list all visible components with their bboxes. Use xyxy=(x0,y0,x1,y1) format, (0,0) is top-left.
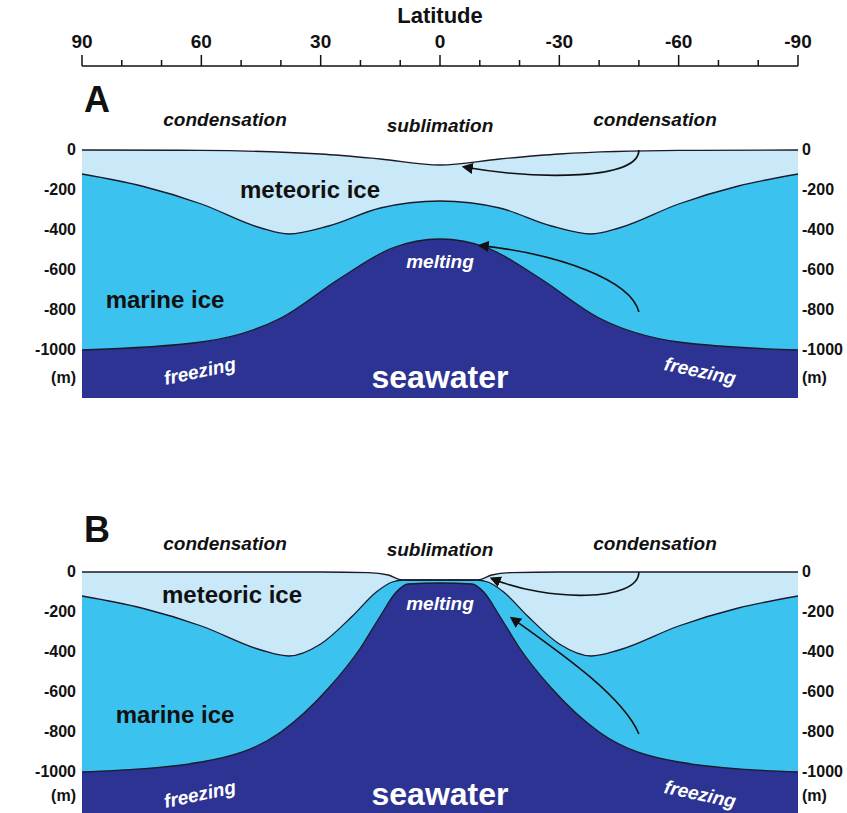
axis-tick xyxy=(559,55,561,66)
axis-tick xyxy=(519,60,521,66)
depth-label: 0 xyxy=(67,141,76,159)
depth-label: 0 xyxy=(802,563,811,581)
axis-tick xyxy=(201,55,203,66)
tick-label: -60 xyxy=(665,32,692,53)
depth-label: -400 xyxy=(802,643,834,661)
depth-label: -600 xyxy=(802,261,834,279)
tick-label: 0 xyxy=(435,32,446,53)
depth-label: (m) xyxy=(51,369,76,387)
meteoric-ice-layer xyxy=(82,572,798,813)
axis-tick xyxy=(638,60,640,66)
axis-tick xyxy=(757,60,759,66)
layer-boundary xyxy=(82,174,798,234)
flow-arrow xyxy=(492,572,639,595)
layer-label: marine ice xyxy=(116,702,235,728)
seawater-layer xyxy=(82,583,798,813)
seawater-layer xyxy=(82,239,798,398)
depth-label: -800 xyxy=(44,723,76,741)
tick-label: -90 xyxy=(784,32,811,53)
depth-label: 0 xyxy=(802,141,811,159)
flow-arrow xyxy=(480,246,639,312)
depth-label: (m) xyxy=(51,787,76,805)
process-label: condensation xyxy=(163,534,287,555)
depth-label: -400 xyxy=(802,221,834,239)
layer-label: seawater xyxy=(372,360,509,395)
marine-ice-layer xyxy=(82,174,798,398)
axis-tick xyxy=(161,60,163,66)
depth-label: -200 xyxy=(802,181,834,199)
depth-label: -600 xyxy=(44,683,76,701)
axis-tick xyxy=(479,60,481,66)
depth-label: -200 xyxy=(44,181,76,199)
layer-label: marine ice xyxy=(106,287,225,313)
layer-boundary xyxy=(82,150,798,165)
depth-label: -400 xyxy=(44,221,76,239)
depth-label: -1000 xyxy=(35,763,76,781)
axis-tick xyxy=(598,60,600,66)
meteoric-ice-layer xyxy=(82,150,798,398)
layer-boundary xyxy=(82,583,798,772)
tick-label: 90 xyxy=(71,32,92,53)
cross-section-panel xyxy=(82,150,798,398)
axis-tick xyxy=(797,55,799,66)
depth-label: -600 xyxy=(802,683,834,701)
depth-label: (m) xyxy=(802,369,827,387)
axis-tick xyxy=(439,55,441,66)
process-label: condensation xyxy=(163,110,287,131)
axis-tick xyxy=(121,60,123,66)
depth-label: -200 xyxy=(802,603,834,621)
layer-boundary xyxy=(82,572,798,580)
latitude-axis xyxy=(82,55,798,66)
depth-label: -600 xyxy=(44,261,76,279)
cross-section-panel xyxy=(82,572,798,813)
layer-boundary xyxy=(82,239,798,350)
depth-label: -800 xyxy=(802,301,834,319)
tick-label: 30 xyxy=(310,32,331,53)
flow-arrow xyxy=(512,618,639,734)
tick-label: 60 xyxy=(191,32,212,53)
depth-label: -200 xyxy=(44,603,76,621)
depth-label: -800 xyxy=(802,723,834,741)
layer-label: meteoric ice xyxy=(162,582,302,608)
axis-tick xyxy=(320,55,322,66)
process-label: sublimation xyxy=(387,540,494,561)
layer-boundary xyxy=(82,580,798,656)
axis-tick xyxy=(280,60,282,66)
process-label: condensation xyxy=(593,534,717,555)
panel-letter: B xyxy=(84,510,110,550)
depth-label: -1000 xyxy=(802,763,843,781)
axis-tick xyxy=(240,60,242,66)
depth-label: (m) xyxy=(802,787,827,805)
process-label: melting xyxy=(406,594,474,615)
axis-title: Latitude xyxy=(397,4,483,28)
axis-tick xyxy=(718,60,720,66)
tick-label: -30 xyxy=(546,32,573,53)
layer-label: meteoric ice xyxy=(240,177,380,203)
layer-label: seawater xyxy=(372,777,509,812)
depth-label: 0 xyxy=(67,563,76,581)
axis-tick xyxy=(678,55,680,66)
process-label: sublimation xyxy=(387,116,494,137)
axis-tick xyxy=(81,55,83,66)
axis-tick xyxy=(399,60,401,66)
depth-label: -800 xyxy=(44,301,76,319)
marine-ice-layer xyxy=(82,580,798,813)
process-label: melting xyxy=(406,252,474,273)
depth-label: -1000 xyxy=(35,341,76,359)
depth-label: -400 xyxy=(44,643,76,661)
process-label: condensation xyxy=(593,110,717,131)
panel-letter: A xyxy=(84,80,110,120)
axis-tick xyxy=(360,60,362,66)
depth-label: -1000 xyxy=(802,341,843,359)
flow-arrow xyxy=(464,150,639,175)
